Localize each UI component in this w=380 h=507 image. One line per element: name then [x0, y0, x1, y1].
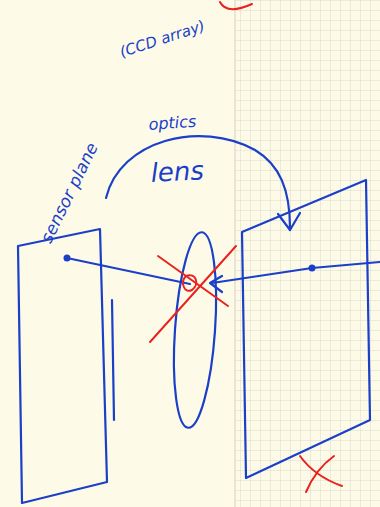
curved-arrow	[106, 136, 290, 228]
arrow-head	[210, 276, 222, 292]
lens-outline	[168, 231, 222, 429]
center-mark	[183, 275, 196, 291]
plane-edge	[112, 300, 114, 420]
x-mark	[306, 456, 334, 492]
optical-axis-mark	[150, 246, 236, 342]
point	[64, 255, 71, 262]
sensor-plane	[18, 229, 107, 503]
optics-label: optics	[148, 114, 197, 133]
sensor-label: (CCD array)	[118, 19, 207, 61]
point	[309, 265, 316, 272]
image-plane	[242, 180, 370, 478]
optical-axis-mark	[158, 256, 228, 306]
grid-paper	[235, 0, 380, 507]
optics-label: lens	[150, 157, 205, 186]
ray	[212, 262, 380, 283]
ray	[67, 258, 190, 284]
red-note	[220, 2, 252, 9]
x-mark	[300, 456, 342, 486]
margin-line	[235, 0, 236, 507]
arrow-head	[278, 213, 300, 230]
